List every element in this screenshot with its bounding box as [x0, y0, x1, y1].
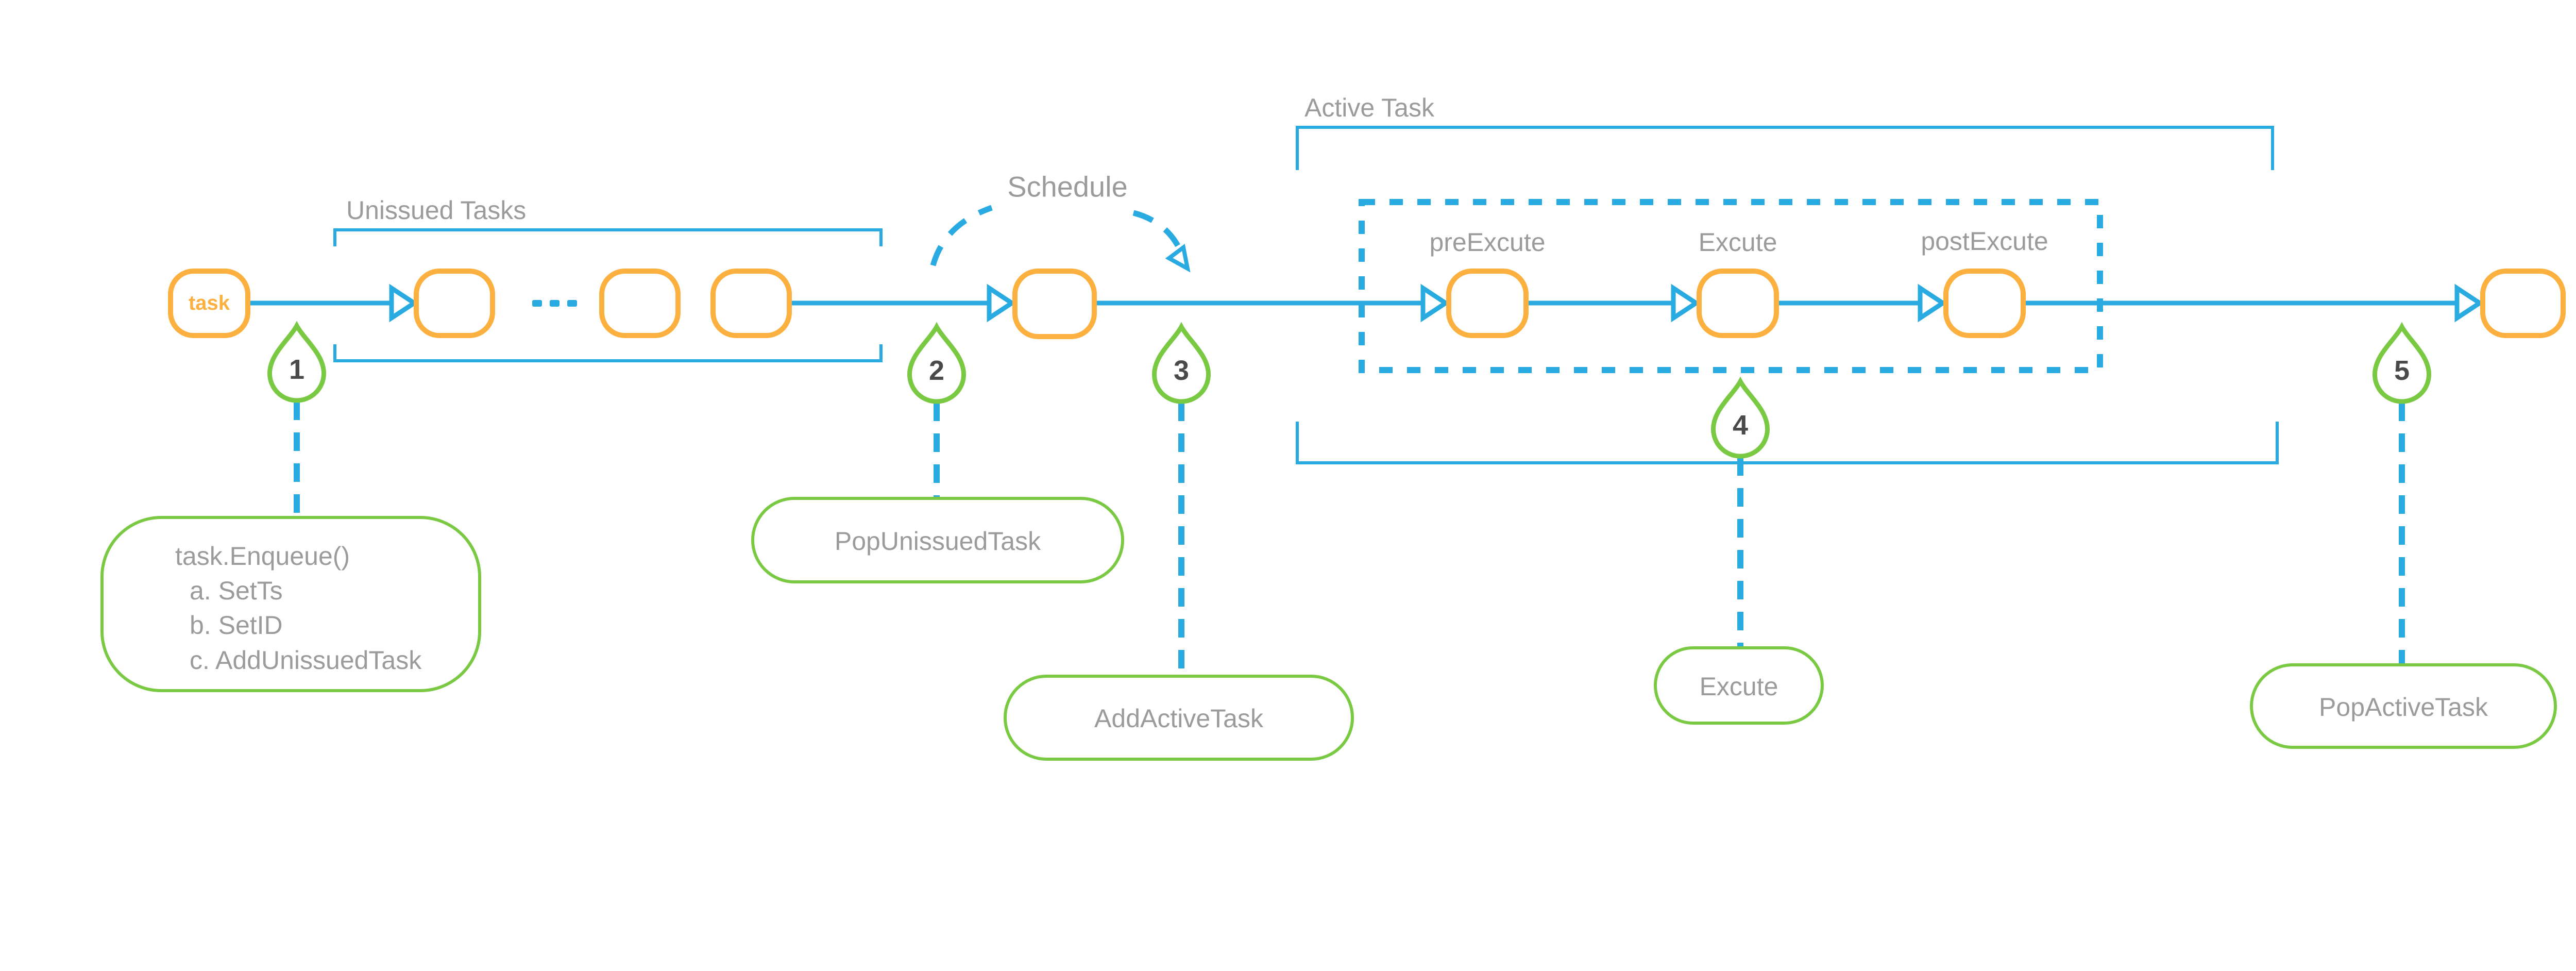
flow-arrowheads — [389, 283, 2484, 323]
schedule-arcs — [930, 205, 1191, 273]
callout-enqueue-box — [100, 516, 481, 692]
post-excute-label: postExcute — [1921, 227, 2048, 256]
ellipsis-dot — [550, 300, 560, 307]
active-task-brackets — [1296, 126, 2279, 464]
flow-nodes — [168, 269, 2566, 339]
marker-number-5: 5 — [2394, 355, 2410, 386]
schedule-node — [1012, 269, 1097, 339]
marker-number-4: 4 — [1733, 410, 1748, 441]
callout-excute: Excute — [1654, 646, 1824, 725]
schedule-arc-arrowhead-icon — [1165, 243, 1191, 273]
callout-pop-active-box — [2250, 663, 2557, 749]
callout-pop-unissued-box — [751, 497, 1124, 583]
unissued-node-1 — [414, 269, 495, 338]
unissued-node-2 — [599, 269, 681, 338]
callout-add-active-task: AddActiveTask — [1004, 675, 1354, 761]
marker-connectors — [294, 401, 2405, 685]
excute-label: Excute — [1699, 228, 1777, 257]
unissued-tasks-label: Unissued Tasks — [346, 196, 526, 225]
task-node-label: task — [189, 292, 230, 314]
callout-pop-unissued-task: PopUnissuedTask — [751, 497, 1124, 583]
active-task-label: Active Task — [1304, 93, 1435, 122]
arrow-icon — [1671, 283, 1701, 323]
arrow-icon — [987, 283, 1016, 323]
callout-excute-label: Excute — [1700, 672, 1778, 701]
post-excute-node — [1943, 269, 2026, 338]
marker-droplet-5 — [2372, 322, 2432, 404]
callout-enqueue-item-b: b. SetID — [190, 611, 283, 640]
queue-ellipsis — [532, 300, 577, 307]
done-node — [2480, 269, 2566, 338]
arrow-icon — [1918, 283, 1947, 323]
callout-pop-unissued-label: PopUnissuedTask — [835, 527, 1041, 556]
pre-excute-label: preExcute — [1429, 228, 1545, 257]
arrow-icon — [389, 283, 419, 323]
task-node — [168, 269, 250, 338]
pre-excute-node — [1446, 269, 1529, 338]
unissued-tasks-brackets — [333, 228, 883, 362]
marker-number-1: 1 — [289, 354, 304, 385]
bracket-bottom — [1296, 422, 2279, 464]
callout-enqueue-item-a: a. SetTs — [190, 576, 283, 605]
arrow-icon — [2454, 283, 2484, 323]
bracket-top — [1296, 126, 2274, 170]
schedule-arc-left — [930, 205, 993, 266]
excute-node — [1697, 269, 1779, 338]
marker-number-2: 2 — [929, 355, 944, 386]
schedule-label: Schedule — [1007, 171, 1128, 203]
ellipsis-dot — [532, 300, 542, 307]
bracket-bottom — [333, 344, 883, 362]
schedule-arc-right — [1132, 210, 1184, 254]
marker-droplet-3 — [1151, 322, 1211, 404]
arrow-icon — [1420, 283, 1450, 323]
step-markers: 1 2 3 4 5 — [267, 321, 2432, 459]
callout-enqueue-item-c: c. AddUnissuedTask — [190, 646, 422, 675]
marker-droplet-2 — [907, 322, 967, 404]
execution-phase-dotted-box — [1359, 199, 2103, 373]
unissued-node-3 — [710, 269, 792, 338]
callout-enqueue: task.Enqueue() a. SetTs b. SetID c. AddU… — [100, 516, 481, 692]
callout-enqueue-title: task.Enqueue() — [175, 542, 350, 571]
marker-droplet-4 — [1710, 376, 1770, 459]
callout-add-active-label: AddActiveTask — [1094, 704, 1264, 733]
bracket-top — [333, 228, 883, 246]
callout-add-active-box — [1004, 675, 1354, 761]
ellipsis-dot — [567, 300, 577, 307]
callout-pop-active-task: PopActiveTask — [2250, 663, 2557, 749]
callout-excute-box — [1654, 646, 1824, 725]
marker-droplet-1 — [267, 321, 327, 403]
marker-number-3: 3 — [1174, 355, 1189, 386]
callout-pop-active-label: PopActiveTask — [2319, 693, 2488, 722]
